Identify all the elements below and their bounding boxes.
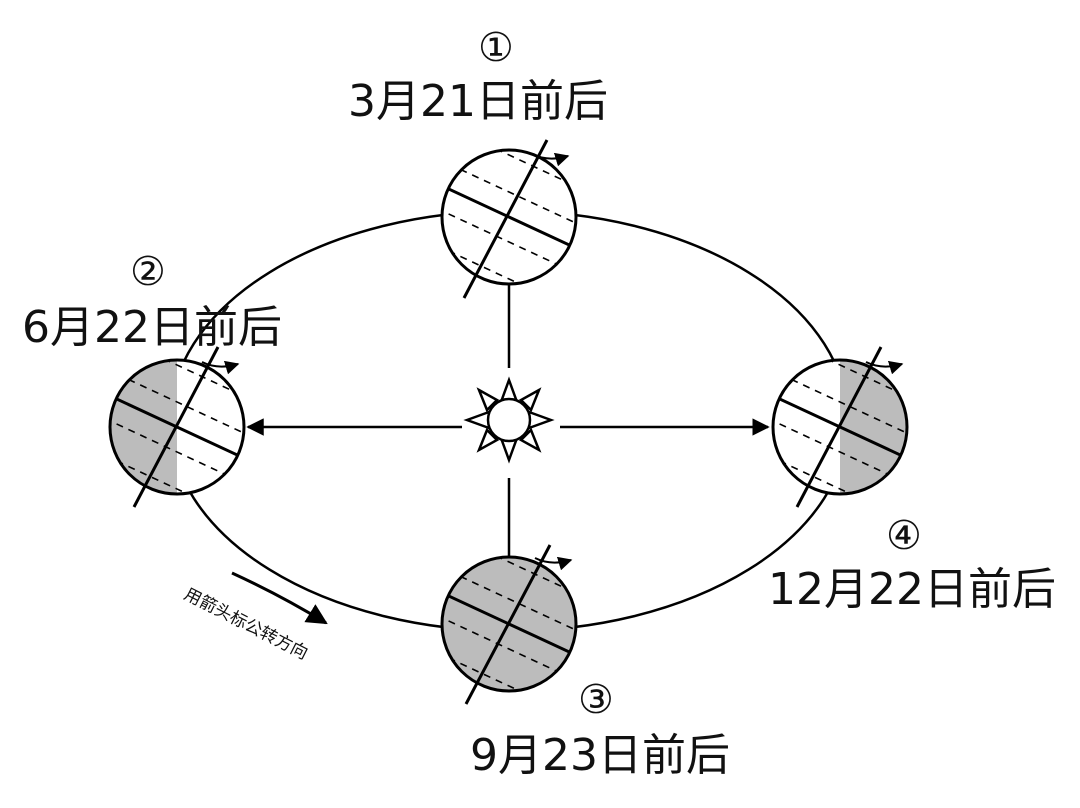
marker-3: ③ (578, 677, 614, 723)
earth-axis-1 (462, 139, 549, 299)
rotation-arrow-1 (531, 152, 570, 167)
orbit-direction-arrow (231, 571, 328, 625)
date-label-2: 6月22日前后 (22, 302, 282, 353)
marker-2: ② (130, 249, 166, 295)
rotation-arrow-3 (534, 556, 573, 571)
earth-3 (440, 544, 578, 705)
earth-1 (440, 139, 578, 299)
date-label-4: 12月22日前后 (768, 564, 1056, 615)
sun-icon (463, 376, 555, 464)
earth-2 (108, 346, 246, 508)
date-label-1: 3月21日前后 (348, 76, 608, 127)
earth-4 (771, 346, 909, 508)
rotation-arrow-2 (201, 360, 240, 375)
earth-axis-4 (795, 346, 883, 508)
rotation-arrow-4 (865, 360, 904, 375)
date-label-3: 9月23日前后 (470, 730, 730, 781)
marker-4: ④ (886, 513, 922, 559)
marker-1: ① (478, 25, 514, 71)
earth-axis-3 (464, 544, 552, 705)
earth-axis-2 (132, 346, 220, 508)
